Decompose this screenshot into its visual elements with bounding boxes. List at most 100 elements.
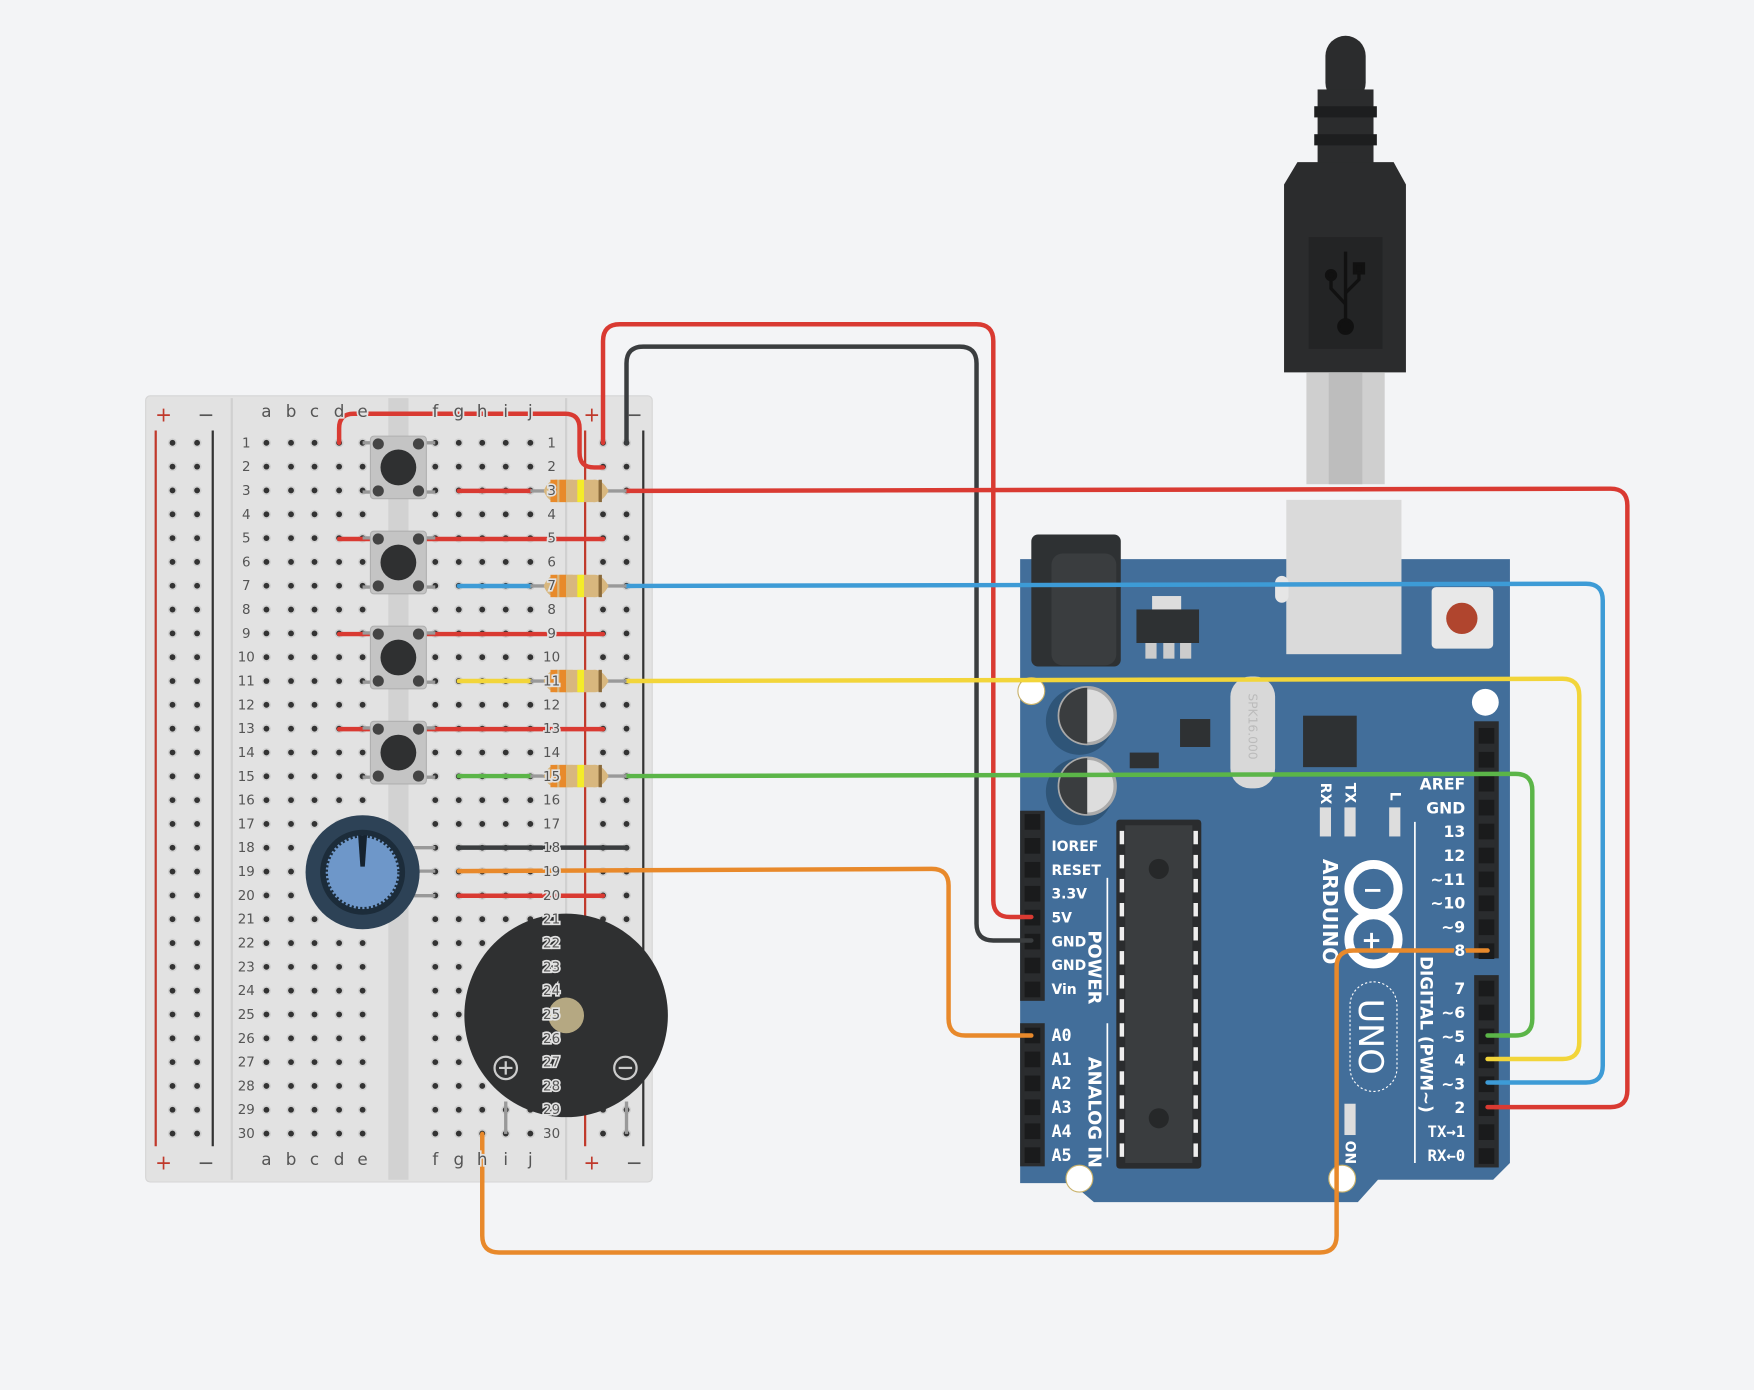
column-label: a xyxy=(261,401,271,421)
usb-controller-chip xyxy=(1303,715,1357,768)
header-pin[interactable] xyxy=(1478,895,1495,912)
usb-cable[interactable] xyxy=(1284,35,1406,485)
row-number-right: 28 xyxy=(543,1079,560,1094)
row-number-left: 12 xyxy=(238,698,255,713)
row-number-left: 3 xyxy=(242,484,251,499)
header-pin[interactable] xyxy=(1024,885,1041,902)
digital-pin-label: ~3 xyxy=(1441,1074,1465,1093)
row-number-left: 6 xyxy=(242,555,251,570)
row-number-right: 10 xyxy=(543,651,560,666)
rail-minus-label: − xyxy=(198,403,215,427)
wire-red-jumper[interactable] xyxy=(336,411,606,470)
header-pin[interactable] xyxy=(1478,919,1495,936)
pushbutton[interactable] xyxy=(362,625,436,690)
digital-pin-label: ~6 xyxy=(1441,1003,1465,1022)
header-pin[interactable] xyxy=(1478,980,1495,997)
power-pin-label: RESET xyxy=(1051,863,1101,879)
plus-terminal-icon xyxy=(493,1055,519,1081)
header-pin[interactable] xyxy=(1024,838,1041,854)
header-pin[interactable] xyxy=(1024,957,1041,974)
column-label: j xyxy=(527,401,533,421)
mounting-hole xyxy=(1471,688,1499,716)
wire-blue-pin3[interactable] xyxy=(624,581,1605,1085)
header-pin[interactable] xyxy=(1024,1123,1041,1140)
row-number-right: 6 xyxy=(547,555,556,570)
header-pin[interactable] xyxy=(1478,727,1495,744)
l-led-label: L xyxy=(1386,792,1402,801)
column-label: h xyxy=(477,1149,488,1169)
header-pin[interactable] xyxy=(1024,1099,1041,1116)
wire-green-pin5[interactable] xyxy=(624,771,1535,1038)
header-pin[interactable] xyxy=(1478,775,1495,792)
row-number-left: 13 xyxy=(238,722,255,737)
resistor[interactable] xyxy=(530,764,627,788)
wire-red-5v[interactable] xyxy=(600,322,1034,920)
digital-pin-label: RX←0 xyxy=(1428,1146,1466,1165)
header-pin[interactable] xyxy=(1478,871,1495,888)
tx-led xyxy=(1344,807,1356,837)
wire-orange-pin8[interactable] xyxy=(480,948,1490,1255)
row-number-left: 19 xyxy=(238,865,255,880)
arduino-pin-labels: IOREFRESET3.3V5VGNDGNDVinA0A1A2A3A4A5ARE… xyxy=(1050,773,1467,1167)
row-number-right: 3 xyxy=(547,484,556,499)
wire-orange-a0[interactable] xyxy=(456,866,1034,1038)
row-number-right: 16 xyxy=(543,794,560,809)
header-pin[interactable] xyxy=(1024,814,1041,830)
pushbutton[interactable] xyxy=(362,720,436,785)
header-pin[interactable] xyxy=(1478,823,1495,840)
header-pin[interactable] xyxy=(1024,1051,1041,1068)
piezo-buzzer[interactable] xyxy=(464,913,668,1134)
knob-pointer-icon xyxy=(358,835,368,867)
arduino-uno-board[interactable]: SPK16.000 POWER ANALOG IN DIGITAL (PWM~)… xyxy=(1017,499,1510,1203)
usb-port xyxy=(1286,499,1402,655)
wire-red-pin2[interactable] xyxy=(624,486,1630,1110)
digital-pin-label: 4 xyxy=(1454,1051,1465,1070)
model-label: UNO xyxy=(1351,999,1390,1075)
row-number-right: 2 xyxy=(547,460,556,475)
header-pin[interactable] xyxy=(1478,847,1495,864)
resistor[interactable] xyxy=(530,574,627,598)
header-pin[interactable] xyxy=(1478,1004,1495,1021)
row-number-right: 26 xyxy=(543,1032,560,1047)
row-number-left: 15 xyxy=(238,770,255,785)
pushbutton[interactable] xyxy=(362,435,436,500)
column-label: g xyxy=(453,1149,464,1169)
column-label: a xyxy=(261,1149,271,1169)
pushbutton[interactable] xyxy=(362,530,436,595)
voltage-regulator xyxy=(1136,609,1200,644)
rail-minus-label: − xyxy=(626,403,643,427)
power-pin-label: 3.3V xyxy=(1051,887,1087,903)
row-number-left: 14 xyxy=(238,746,255,761)
column-label: f xyxy=(432,1149,439,1169)
header-pin[interactable] xyxy=(1478,751,1495,768)
digital-section-label: DIGITAL (PWM~) xyxy=(1416,956,1436,1113)
wire-black-gnd[interactable] xyxy=(624,344,1034,943)
header-pin[interactable] xyxy=(1478,1148,1495,1164)
resistor[interactable] xyxy=(530,479,627,503)
digital-pin-label: GND xyxy=(1426,798,1465,817)
header-pin[interactable] xyxy=(1024,1075,1041,1092)
row-number-right: 22 xyxy=(543,937,560,952)
potentiometer[interactable] xyxy=(305,815,436,930)
mounting-hole xyxy=(1328,1164,1357,1193)
crystal xyxy=(1230,676,1276,789)
row-number-left: 5 xyxy=(242,532,251,547)
tx-led-label: TX xyxy=(1342,783,1358,804)
digital-pin-label: 2 xyxy=(1454,1098,1465,1117)
row-number-left: 16 xyxy=(238,794,255,809)
header-pin[interactable] xyxy=(1478,1124,1495,1140)
header-pin[interactable] xyxy=(1024,981,1041,998)
header-pin[interactable] xyxy=(1024,1147,1041,1163)
header-pin[interactable] xyxy=(1024,861,1041,878)
digital-pin-label: ~5 xyxy=(1441,1027,1465,1046)
resistor[interactable] xyxy=(530,669,627,693)
digital-pin-label: TX→1 xyxy=(1428,1122,1466,1141)
column-label: e xyxy=(357,1149,367,1169)
row-number-right: 27 xyxy=(543,1056,560,1071)
column-label: c xyxy=(310,1149,319,1169)
row-number-left: 23 xyxy=(238,960,255,975)
wire-yellow-pin4[interactable] xyxy=(624,676,1582,1062)
header-pin[interactable] xyxy=(1478,799,1495,816)
